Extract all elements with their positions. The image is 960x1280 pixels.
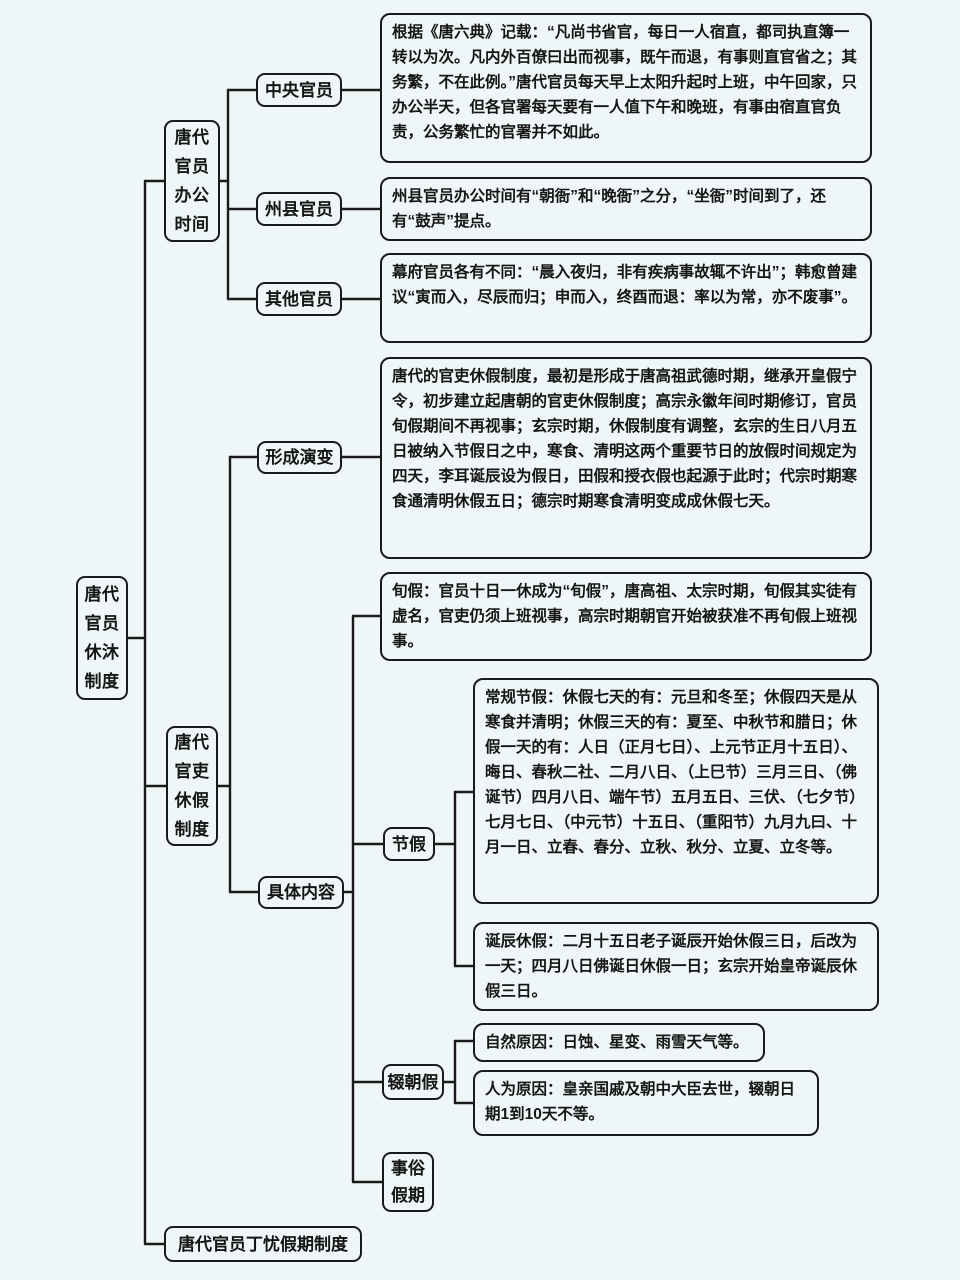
node-custom-holiday: 事俗假期: [382, 1152, 434, 1212]
node-specific-content: 具体内容: [258, 876, 344, 909]
content-xunjia-holiday: 旬假：官员十日一休成为“旬假”，唐高祖、太宗时期，旬假其实徒有虚名，官吏仍须上班…: [380, 572, 872, 661]
content-birthday-holiday: 诞辰休假：二月十五日老子诞辰开始休假三日，后改为一天；四月八日佛诞日休假一日；玄…: [473, 922, 879, 1011]
node-prefecture-officials: 州县官员: [256, 192, 342, 226]
node-central-officials: 中央官员: [256, 73, 342, 107]
node-leave-system: 唐代官吏休假制度: [166, 726, 218, 846]
content-natural-causes: 自然原因：日蚀、星变、雨雪天气等。: [473, 1023, 765, 1062]
node-mourning-leave-system: 唐代官员丁忧假期制度: [164, 1226, 362, 1262]
content-human-causes: 人为原因：皇亲国戚及朝中大臣去世，辍朝日期1到10天不等。: [473, 1070, 819, 1136]
content-central-officials: 根据《唐六典》记载：“凡尚书省官，每日一人宿直，都司执直簿一转以为次。凡内外百僚…: [380, 13, 872, 163]
node-root-xiumu-system: 唐代官员休沐制度: [76, 576, 128, 700]
content-regular-festivals: 常规节假：休假七天的有：元旦和冬至；休假四天是从寒食并清明；休假三天的有：夏至、…: [473, 678, 879, 904]
node-formation-evolution: 形成演变: [257, 441, 342, 474]
node-festival-holiday: 节假: [383, 827, 435, 861]
content-other-officials: 幕府官员各有不同：“晨入夜归，非有疾病事故辄不许出”；韩愈曾建议“寅而入，尽辰而…: [380, 253, 872, 343]
node-office-hours: 唐代官员办公时间: [164, 120, 220, 242]
content-prefecture-officials: 州县官员办公时间有“朝衙”和“晚衙”之分，“坐衙”时间到了，还有“鼓声”提点。: [380, 177, 872, 241]
node-other-officials: 其他官员: [256, 282, 342, 316]
node-chuochao-holiday: 辍朝假: [382, 1064, 444, 1100]
content-formation-evolution: 唐代的官吏休假制度，最初是形成于唐高祖武德时期，继承开皇假宁令，初步建立起唐朝的…: [380, 357, 872, 559]
